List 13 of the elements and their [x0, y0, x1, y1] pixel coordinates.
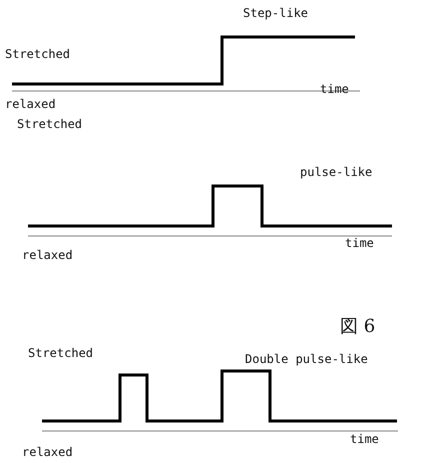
axis-label: time [350, 432, 379, 446]
state-label: relaxed [5, 97, 56, 111]
state-label: relaxed [22, 248, 73, 262]
state-label: Stretched [28, 346, 94, 360]
waveform-title: Step-like [243, 6, 308, 20]
axis-label: time [320, 82, 349, 96]
state-label: Stretched [5, 47, 70, 61]
axis-label: time [345, 236, 374, 250]
figure-number: 図 6 [340, 317, 376, 337]
waveform-title: pulse-like [300, 165, 372, 179]
state-label: Stretched [17, 117, 82, 131]
state-label: relaxed [22, 445, 73, 459]
waveform-title: Double pulse-like [245, 352, 368, 366]
